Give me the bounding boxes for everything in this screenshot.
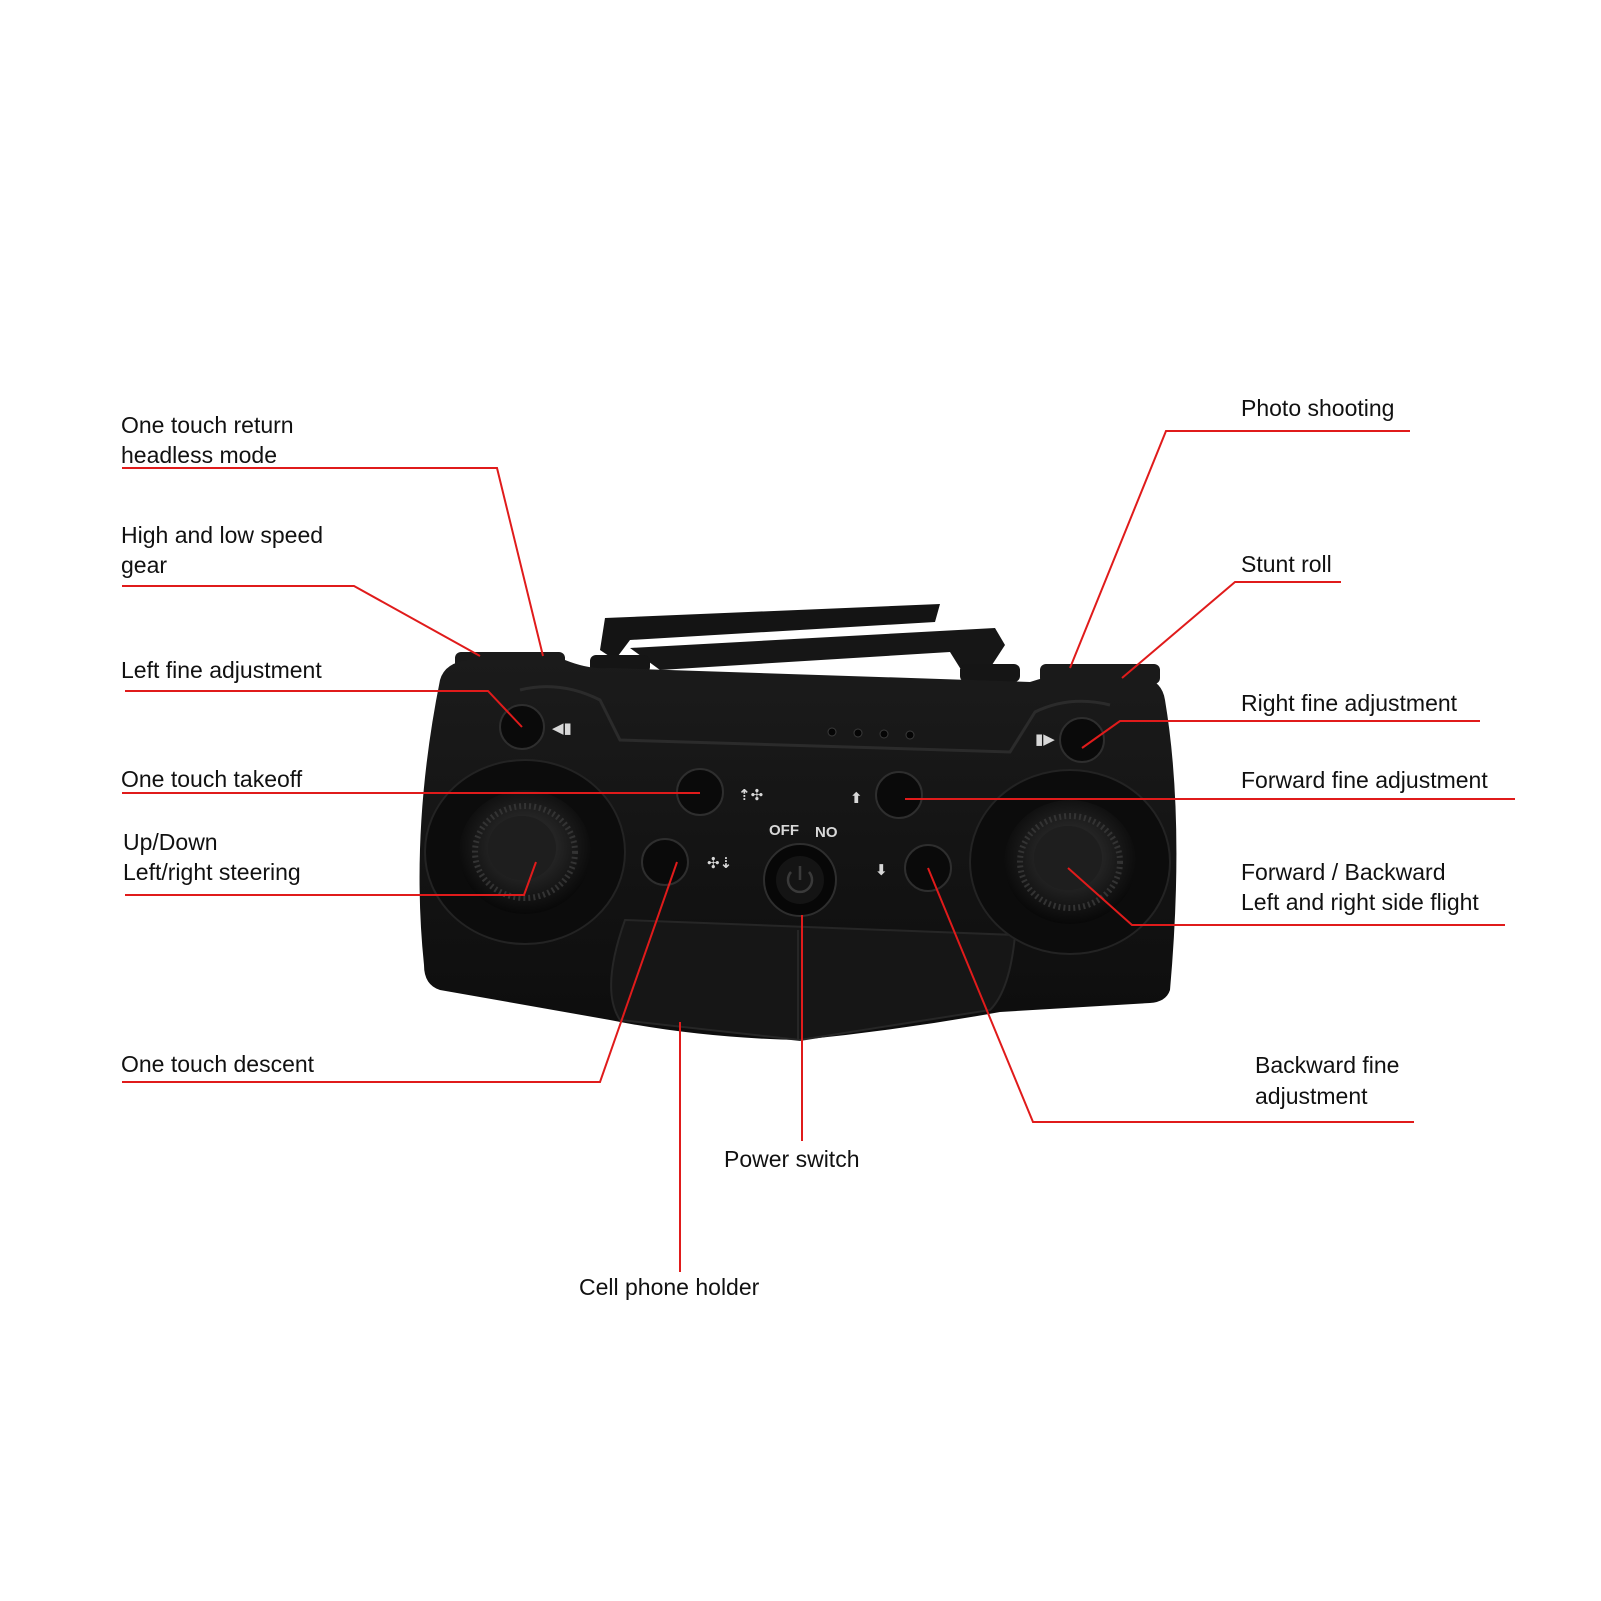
- forward-fine-button: [875, 771, 923, 819]
- label-speed-line2: gear: [121, 552, 167, 578]
- leader-updown: [125, 861, 537, 896]
- rotate-left-icon: ◀▮: [552, 720, 572, 737]
- leader-right-fine: [1081, 720, 1480, 749]
- leader-stunt: [1121, 581, 1341, 679]
- battery-indicator: [827, 727, 915, 740]
- right-fine-adjust-button: [1059, 717, 1105, 763]
- label-stunt: Stunt roll: [1241, 551, 1332, 577]
- phone-holder-arm-back: [600, 604, 940, 660]
- arrow-up-icon: ⬆: [850, 790, 863, 807]
- descent-button: [641, 838, 689, 886]
- label-forward-fine: Forward fine adjustment: [1241, 767, 1488, 793]
- arrow-down-icon: ⬇: [875, 862, 888, 879]
- phone-holder-arm-front: [630, 628, 1005, 670]
- label-left-fine: Left fine adjustment: [121, 657, 322, 683]
- leader-lines: [122, 430, 1515, 1272]
- power-icon: [786, 871, 814, 894]
- label-updown-line1: Up/Down: [123, 829, 218, 855]
- label-descent: One touch descent: [121, 1051, 315, 1077]
- label-phone-holder: Cell phone holder: [579, 1274, 760, 1300]
- label-fwd-back-line1: Forward / Backward: [1241, 859, 1446, 885]
- label-headless-line2: headless mode: [121, 442, 277, 468]
- power-button: [763, 843, 837, 917]
- label-power: Power switch: [724, 1146, 859, 1172]
- label-takeoff: One touch takeoff: [121, 766, 303, 792]
- landing-icon: ✣⇣: [707, 855, 732, 872]
- label-headless-line1: One touch return: [121, 412, 294, 438]
- leader-headless: [122, 467, 544, 657]
- leader-photo: [1069, 430, 1410, 669]
- left-joystick: [424, 759, 626, 945]
- leader-fwd-back: [1067, 867, 1505, 926]
- label-speed-line1: High and low speed: [121, 522, 323, 548]
- leader-speed-gear: [122, 585, 481, 657]
- label-fwd-back-line2: Left and right side flight: [1241, 889, 1479, 915]
- top-panel: [519, 685, 1111, 754]
- label-backward-fine-line2: adjustment: [1255, 1083, 1368, 1109]
- label-updown-line2: Left/right steering: [123, 859, 301, 885]
- label-right-fine: Right fine adjustment: [1241, 690, 1458, 716]
- leader-backward-fine: [927, 867, 1414, 1123]
- label-backward-fine-line1: Backward fine: [1255, 1052, 1399, 1078]
- label-photo: Photo shooting: [1241, 395, 1394, 421]
- callout-labels: One touch return headless mode High and …: [121, 395, 1488, 1300]
- power-off-label: OFF: [769, 822, 799, 839]
- rotate-right-icon: ▮▶: [1035, 731, 1055, 748]
- leader-left-fine: [125, 690, 523, 728]
- phone-holder-panel: [610, 918, 1017, 1042]
- drone-controller: ◀▮ ▮▶ ⇡✣ ⬆ ✣⇣ ⬇ OFF NO: [419, 604, 1177, 1042]
- takeoff-icon: ⇡✣: [738, 787, 763, 804]
- leader-descent: [122, 861, 678, 1083]
- power-on-label: NO: [815, 824, 838, 841]
- right-joystick: [969, 769, 1171, 955]
- shoulder-bump-right: [960, 664, 1020, 682]
